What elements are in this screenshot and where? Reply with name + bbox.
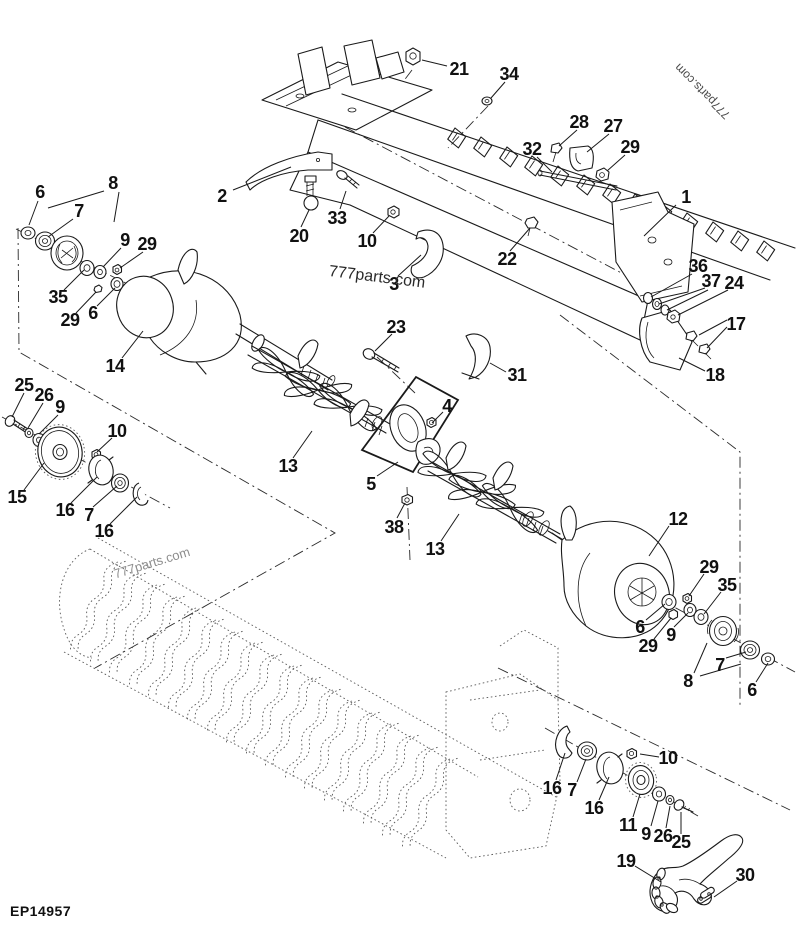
callout-15: 15 xyxy=(7,487,27,507)
callout-7: 7 xyxy=(84,505,94,525)
lock-ring-16 xyxy=(555,725,573,759)
plate-code: EP14957 xyxy=(10,903,72,919)
callout-25: 25 xyxy=(14,375,34,395)
callout-10: 10 xyxy=(658,748,678,768)
callout-10: 10 xyxy=(357,231,377,251)
strap-arm-2 xyxy=(245,151,333,191)
callout-30: 30 xyxy=(735,865,755,885)
callout-10: 10 xyxy=(107,421,127,441)
callout-36: 36 xyxy=(688,256,708,276)
callout-6: 6 xyxy=(747,680,757,700)
callout-11: 11 xyxy=(618,815,638,835)
detail-box xyxy=(360,375,460,474)
idler-gear-group xyxy=(555,725,694,813)
callout-6: 6 xyxy=(635,617,645,637)
callout-9: 9 xyxy=(666,625,676,645)
tine-shaft-right-13 xyxy=(415,441,573,546)
callout-2: 2 xyxy=(217,186,227,206)
callout-37: 37 xyxy=(701,271,721,291)
callout-29: 29 xyxy=(137,234,157,254)
callout-33: 33 xyxy=(327,208,347,228)
callout-5: 5 xyxy=(366,474,376,494)
callout-38: 38 xyxy=(384,517,404,537)
callout-7: 7 xyxy=(74,201,84,221)
chain-group xyxy=(649,834,744,914)
callout-13: 13 xyxy=(425,539,445,559)
callout-1: 1 xyxy=(681,187,691,207)
callout-16: 16 xyxy=(584,798,604,818)
bearing-housing xyxy=(708,615,738,647)
callout-26: 26 xyxy=(34,385,54,405)
callout-16: 16 xyxy=(55,500,75,520)
callout-6: 6 xyxy=(35,182,45,202)
callout-29: 29 xyxy=(699,557,719,577)
callout-29: 29 xyxy=(620,137,640,157)
callout-26: 26 xyxy=(653,826,673,846)
callout-35: 35 xyxy=(48,287,68,307)
callout-31: 31 xyxy=(507,365,527,385)
clip-27 xyxy=(569,145,594,172)
callout-16: 16 xyxy=(542,778,562,798)
callout-20: 20 xyxy=(289,226,309,246)
callout-28: 28 xyxy=(569,112,589,132)
stripper-teeth xyxy=(445,126,777,263)
callout-29: 29 xyxy=(638,636,658,656)
callout-9: 9 xyxy=(120,230,130,250)
callout-29: 29 xyxy=(60,310,80,330)
master-link-30 xyxy=(697,886,715,904)
auger-right-group xyxy=(551,505,776,666)
callout-23: 23 xyxy=(386,317,406,337)
pickup-reel-phantom xyxy=(59,537,561,859)
callout-25: 25 xyxy=(671,832,691,852)
callout-18: 18 xyxy=(705,365,725,385)
callout-4: 4 xyxy=(442,396,452,416)
callout-24: 24 xyxy=(724,273,744,293)
tine-shaft-left-13 xyxy=(247,339,391,436)
callout-8: 8 xyxy=(108,173,118,193)
callout-16: 16 xyxy=(94,521,114,541)
callout-9: 9 xyxy=(55,397,65,417)
callout-35: 35 xyxy=(717,575,737,595)
callout-17: 17 xyxy=(726,314,746,334)
callout-6: 6 xyxy=(88,303,98,323)
deflector-vane-31 xyxy=(465,333,491,380)
support-bracket-18 xyxy=(639,309,693,371)
side-bracket-1 xyxy=(611,191,695,303)
callout-12: 12 xyxy=(668,509,688,529)
hold-down-hook-3 xyxy=(410,229,444,279)
reel-tine-rows xyxy=(68,552,459,855)
callout-14: 14 xyxy=(105,356,125,376)
callout-3: 3 xyxy=(389,274,399,294)
callout-32: 32 xyxy=(522,139,542,159)
callout-21: 21 xyxy=(449,59,469,79)
callout-27: 27 xyxy=(603,116,623,136)
callout-19: 19 xyxy=(616,851,636,871)
callout-22: 22 xyxy=(497,249,517,269)
callout-7: 7 xyxy=(715,655,725,675)
retainer-flange-16 xyxy=(596,751,624,785)
auger-left-group xyxy=(20,226,336,391)
callout-7: 7 xyxy=(567,780,577,800)
callout-13: 13 xyxy=(278,456,298,476)
callout-34: 34 xyxy=(499,64,519,84)
callout-9: 9 xyxy=(641,824,651,844)
callout-8: 8 xyxy=(683,671,693,691)
